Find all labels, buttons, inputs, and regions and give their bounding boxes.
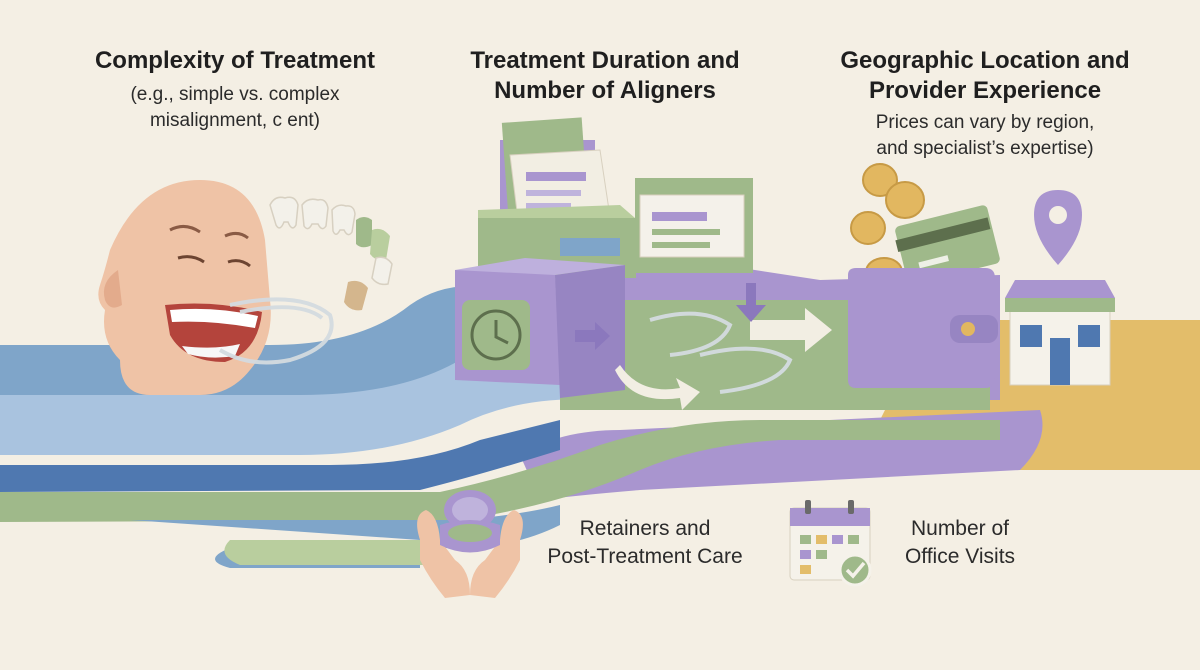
retainers-label-line2: Post-Treatment Care	[547, 545, 743, 568]
ribbon-green-bottom	[224, 540, 430, 565]
face-icon	[98, 180, 271, 395]
duration-title-line2: Number of Aligners	[494, 77, 716, 104]
location-pin-icon	[1034, 190, 1082, 265]
location-title-line2: Provider Experience	[868, 77, 1102, 104]
ribbon-light-blue	[0, 342, 600, 455]
check-icon	[838, 553, 872, 587]
ribbon-green-long	[0, 420, 1000, 522]
complexity-subtitle-line1: (e.g., simple vs. complex	[130, 84, 340, 105]
visits-label-line2: Office Visits	[904, 545, 1016, 568]
file-box-icon	[478, 117, 636, 278]
wallet-icon	[848, 268, 998, 388]
retainer-case-icon	[440, 490, 500, 553]
arrow-icon	[575, 283, 832, 410]
credit-card-icon	[895, 205, 1000, 285]
retainers-label-line1: Retainers and	[579, 517, 711, 540]
location-subtitle-line2: and specialist’s expertise)	[876, 138, 1094, 159]
complexity-subtitle-line2: misalignment, c ent)	[149, 110, 320, 131]
teeth-icon	[269, 196, 393, 311]
aligner-icon	[218, 297, 793, 394]
duration-title-line1: Treatment Duration and	[470, 47, 740, 74]
clinic-icon	[1005, 280, 1115, 386]
note-card	[635, 178, 753, 273]
clock-icon	[455, 258, 625, 398]
location-subtitle-line1: Prices can vary by region,	[875, 112, 1095, 133]
coins-icon	[850, 163, 925, 287]
visits-label-line1: Number of	[910, 517, 1010, 540]
hands-icon	[417, 510, 523, 598]
complexity-title: Complexity of Treatment	[94, 47, 376, 74]
ribbon-dark-blue	[0, 420, 560, 492]
location-title-line1: Geographic Location and	[840, 47, 1130, 74]
